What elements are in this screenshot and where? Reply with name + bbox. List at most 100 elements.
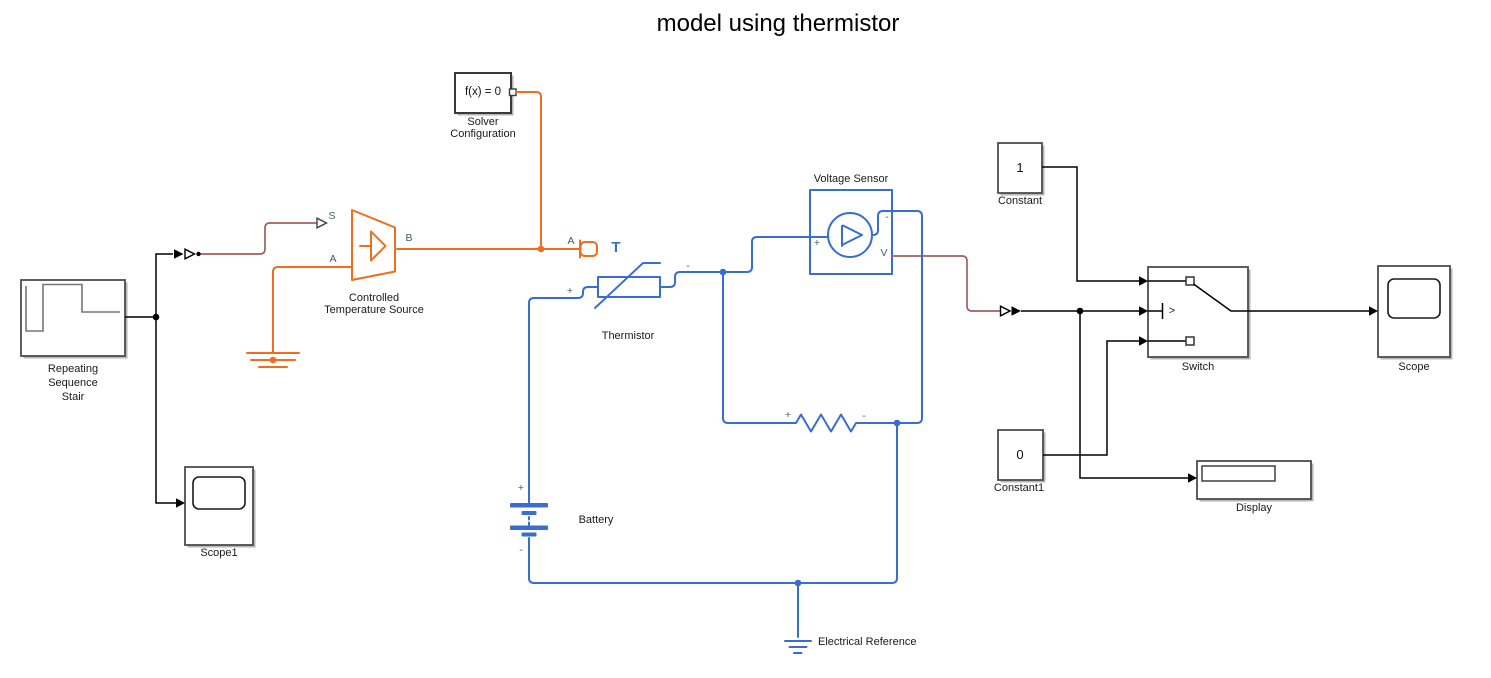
constant1-body[interactable] (997, 429, 1044, 481)
thermistor-label[interactable]: Thermistor (601, 330, 655, 342)
wire-branch-to-display[interactable] (1079, 311, 1188, 479)
thermistor-diagonal-icon (594, 262, 661, 309)
solver-configuration-icon-text: f(x) = 0 (464, 86, 502, 98)
wire-branch-to-scope1[interactable] (155, 317, 177, 504)
label-line: Controlled (348, 292, 400, 304)
wire-sensor-v-to-converter[interactable] (891, 255, 1001, 312)
thermal-reference-block[interactable] (246, 352, 300, 368)
switch-block[interactable] (1147, 266, 1251, 360)
display-block[interactable] (1196, 460, 1314, 502)
port-label-sensor-minus: - (885, 211, 889, 223)
battery-plate-short-top (521, 511, 537, 515)
electrical-reference-label[interactable]: Electrical Reference (818, 636, 917, 648)
repeating-sequence-stair-block[interactable] (20, 279, 128, 359)
converter-filled-arrow-icon (1011, 306, 1021, 316)
solver-configuration-label[interactable]: Solver Configuration (450, 116, 515, 140)
repeating-sequence-stair-body[interactable] (20, 279, 126, 357)
voltage-sensor-label[interactable]: Voltage Sensor (813, 173, 889, 185)
thermal-port-cap-icon (579, 241, 598, 257)
constant1-value: 0 (1016, 447, 1024, 462)
junction-stair-branch (152, 313, 160, 321)
junction-node-b (893, 419, 901, 427)
constant1-block[interactable] (997, 429, 1046, 483)
constant-body[interactable] (997, 142, 1043, 194)
wire-sensor-minus-to-node-b[interactable] (871, 210, 923, 424)
battery-block[interactable] (510, 503, 548, 537)
display-value-field (1201, 465, 1276, 482)
scope1-block[interactable] (184, 466, 256, 548)
scope-screen-icon (192, 476, 246, 510)
wire-constant1-to-switch[interactable] (1043, 340, 1139, 456)
constant-block[interactable] (997, 142, 1045, 196)
voltage-sensor-block[interactable] (809, 189, 893, 275)
battery-label[interactable]: Battery (578, 514, 614, 526)
switch-label[interactable]: Switch (1181, 361, 1215, 373)
arrowhead-into-scope1 (176, 498, 185, 508)
wire-converter-to-source-s[interactable] (198, 222, 317, 255)
wire-thermistor-to-node-a[interactable] (659, 271, 724, 288)
thermistor-thermal-symbol: T (611, 239, 621, 256)
port-label-resistor-minus: - (862, 410, 866, 422)
wire-constant-to-switch[interactable] (1042, 166, 1139, 282)
battery-plate-short-bottom (521, 532, 537, 537)
solver-configuration-body[interactable] (454, 72, 512, 114)
electrical-reference-block[interactable] (784, 640, 812, 654)
port-label-a: A (329, 253, 337, 265)
port-label-thermistor-minus: - (686, 260, 690, 272)
converter-hollow-triangle-icon (184, 248, 197, 260)
label-line: Repeating (47, 363, 99, 375)
port-label-b: B (405, 232, 413, 244)
s-port-triangle-icon (316, 217, 329, 229)
switch-body[interactable] (1147, 266, 1249, 358)
converter-node (196, 251, 201, 257)
arrowhead-switch-input2 (1139, 306, 1148, 316)
sensor-circle-icon (827, 212, 873, 258)
switch-contact-square-top (1185, 276, 1195, 286)
controlled-temperature-source-label[interactable]: Controlled Temperature Source (324, 292, 424, 316)
solver-configuration-block[interactable] (454, 72, 517, 116)
constant-value: 1 (1016, 160, 1024, 175)
voltage-sensor-body[interactable] (809, 189, 893, 275)
junction-signal-branch (1076, 307, 1084, 315)
wire-to-solver-configuration[interactable] (515, 91, 542, 250)
port-label-thermistor-a: A (567, 235, 575, 247)
repeating-sequence-stair-label[interactable]: Repeating Sequence Stair (48, 362, 98, 404)
wire-node-a-to-sensor-plus[interactable] (722, 236, 811, 273)
label-line: Sequence (48, 377, 98, 389)
simulink-to-physical-converter[interactable] (174, 248, 201, 260)
wire-node-a-resistor-to-node-b[interactable] (722, 271, 898, 433)
solver-port-square (508, 88, 517, 97)
port-label-sensor-plus: + (813, 237, 821, 249)
converter-hollow-triangle-icon (999, 305, 1012, 317)
switch-lever-icon (1193, 283, 1248, 312)
junction-node-a (719, 268, 727, 276)
physical-to-simulink-converter[interactable] (999, 305, 1022, 317)
junction-ground (794, 579, 802, 587)
thermistor-body[interactable] (597, 276, 661, 298)
wire-node-b-to-battery-minus[interactable] (528, 422, 898, 584)
wire-battery-plus-to-thermistor[interactable] (528, 286, 599, 504)
port-label-battery-minus: - (519, 544, 523, 556)
battery-plate-long-bottom (510, 525, 548, 530)
controlled-temperature-source-block[interactable] (351, 209, 396, 281)
constant1-label[interactable]: Constant1 (993, 482, 1045, 494)
display-label[interactable]: Display (1235, 502, 1273, 514)
converter-filled-arrow-icon (174, 249, 184, 259)
scope-screen-icon (1387, 278, 1441, 319)
switch-criteria-symbol: > (1168, 305, 1176, 317)
wire-source-a-to-thermal-ground[interactable] (272, 266, 353, 354)
port-label-thermistor-plus: + (566, 285, 574, 297)
scope1-label[interactable]: Scope1 (200, 547, 238, 559)
model-title-annotation[interactable]: model using thermistor (656, 10, 900, 37)
scope-block[interactable] (1377, 265, 1453, 360)
constant-label[interactable]: Constant (997, 195, 1043, 207)
switch-contact-square-bottom (1185, 336, 1195, 346)
scope-label[interactable]: Scope (1398, 361, 1430, 373)
label-line: Solver (467, 116, 499, 128)
controlled-temperature-source-body[interactable] (351, 209, 396, 281)
wire-branch-to-converter[interactable] (155, 253, 173, 317)
port-label-battery-plus: + (517, 482, 525, 494)
stair-waveform-icon (25, 283, 120, 332)
